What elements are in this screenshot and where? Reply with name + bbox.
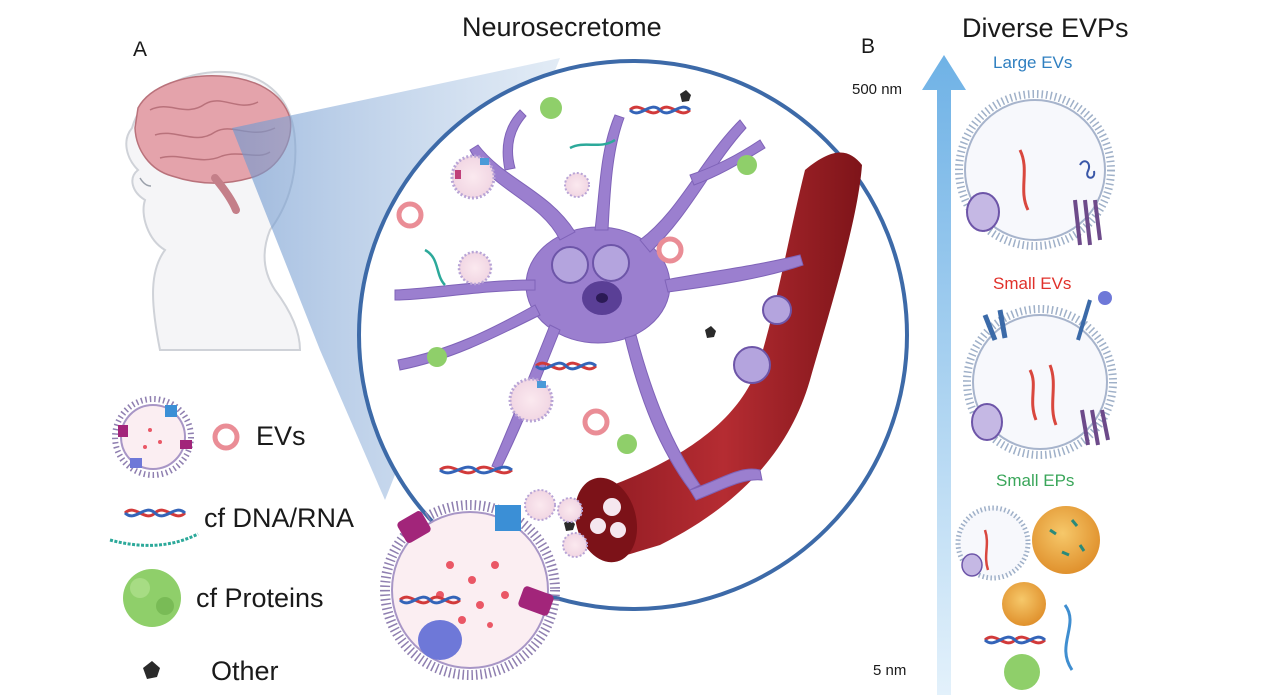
ev-ring [656,236,684,264]
ev-particle [508,377,554,423]
rna-strand [424,248,446,286]
small-evs-label: Small EVs [993,274,1072,293]
large-ev-detail [380,465,588,680]
protein-blob [540,97,562,119]
panel-label-a: A [133,38,148,61]
other-particle [705,326,716,338]
legend-evs-label: EVs [256,421,306,451]
legend-other-label: Other [211,656,279,686]
scale-bottom-label: 5 nm [873,662,907,679]
neurosecretome-title: Neurosecretome [462,12,662,42]
large-ev-illustration [955,90,1115,250]
ev-ring [582,408,610,436]
small-eps-label: Small EPs [996,471,1075,490]
legend-ev-icon [112,396,194,478]
large-evs-label: Large EVs [993,53,1073,72]
ev-ring [396,201,424,229]
protein-blob [427,347,447,367]
legend-cf-proteins-label: cf Proteins [196,583,324,613]
other-particle [680,90,691,102]
blood-vessel [574,152,862,563]
ev-particle [564,172,590,198]
protein-blob [617,434,637,454]
legend-ev-ring-icon [212,423,240,451]
legend-cf-dna-rna-label: cf DNA/RNA [204,503,355,533]
diverse-evps-title: Diverse EVPs [962,13,1129,43]
ev-particle [450,154,496,200]
legend-other-icon [143,661,160,679]
protein-blob [737,155,757,175]
small-ev-illustration [963,291,1117,459]
dna-strand [628,105,692,115]
small-ep-illustration [955,505,1100,690]
ev-particle [457,250,493,286]
legend-protein-icon [123,569,181,627]
secretome-particles [396,90,757,531]
rna-strand [569,138,616,150]
scale-top-label: 500 nm [852,81,903,98]
legend-dna-icon [109,508,199,547]
panel-label-b: B [861,35,876,58]
dna-strand [534,361,598,371]
size-arrow [922,55,966,695]
